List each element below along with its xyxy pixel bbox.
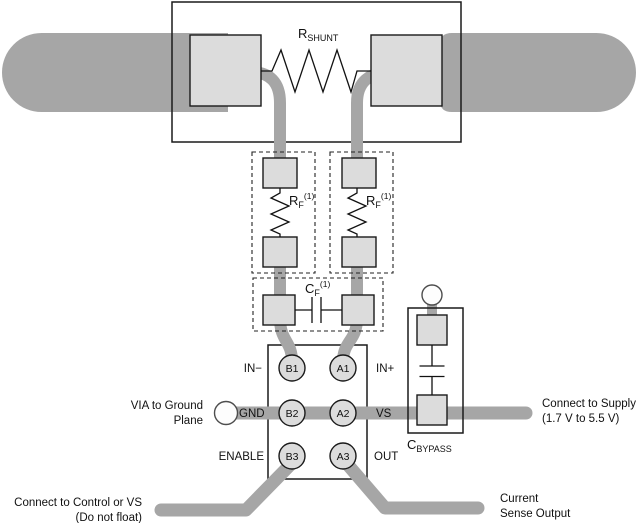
ball-a3-label: A3 [337,451,350,463]
supply-note-line1: Connect to Supply [542,398,636,410]
shunt-label: RSHUNT [298,26,339,43]
cf-pad-right [341,294,375,326]
cf-pad-left [262,294,296,326]
pin-label-out: OUT [374,451,398,463]
rf-right-label: RF(1) [366,191,391,210]
pin-label-in-minus: IN− [244,363,263,375]
rf-right-resistor-symbol [346,188,368,237]
ball-b2 [278,399,306,427]
cbypass-pad-top [416,314,448,346]
supply-note-line2: (1.7 V to 5.5 V) [542,413,620,425]
output-note-line1: Current [500,493,539,505]
rf-right-box [329,151,394,274]
ball-b1 [278,354,306,382]
rf-right-pad-top [341,157,377,189]
ball-a1-label: A1 [337,363,350,375]
rf-left-resistor-symbol [269,188,291,237]
ball-b1-label: B1 [286,363,299,375]
via-ground-note-line2: Plane [174,415,203,427]
ball-a2-label: A2 [337,408,350,420]
shunt-pad-left [189,34,262,107]
via-ground-note-line1: VIA to Ground [131,400,203,412]
rf-left-label: RF(1) [289,191,314,210]
cf-capacitor-symbol [295,297,342,323]
shunt-resistor-symbol [261,47,371,95]
rf-left-box [251,151,316,274]
cbypass-label: CBYPASS [407,437,452,454]
pin-label-enable: ENABLE [219,451,265,463]
ball-b3-label: B3 [286,451,299,463]
ball-a3 [329,442,357,470]
rf-left-pad-bottom [262,236,298,268]
ball-b3 [278,442,306,470]
ground-via [213,400,239,426]
enable-trace [154,454,301,517]
output-trace [335,451,485,515]
bypass-via [421,284,443,306]
control-note-line1: Connect to Control or VS [14,497,142,509]
shunt-region-outline [171,1,462,143]
right-bus-trace [440,33,636,112]
cf-box [252,277,384,332]
rf-right-pad-bottom [341,236,377,268]
pin-label-in-plus: IN+ [376,363,395,375]
pin-label-vs: VS [376,408,392,420]
ball-b2-label: B2 [286,408,299,420]
rf-left-pad-top [262,157,298,189]
ball-a2 [329,399,357,427]
output-note-line2: Sense Output [500,508,571,520]
ball-a1 [329,354,357,382]
cbypass-capacitor-symbol [419,345,445,395]
shunt-pad-right [370,34,443,107]
pin-label-gnd: GND [239,408,265,420]
cbypass-pad-bottom [416,394,448,426]
cbypass-box [407,307,464,434]
control-note-line2: (Do not float) [76,512,143,523]
cf-label: CF(1) [305,279,330,298]
